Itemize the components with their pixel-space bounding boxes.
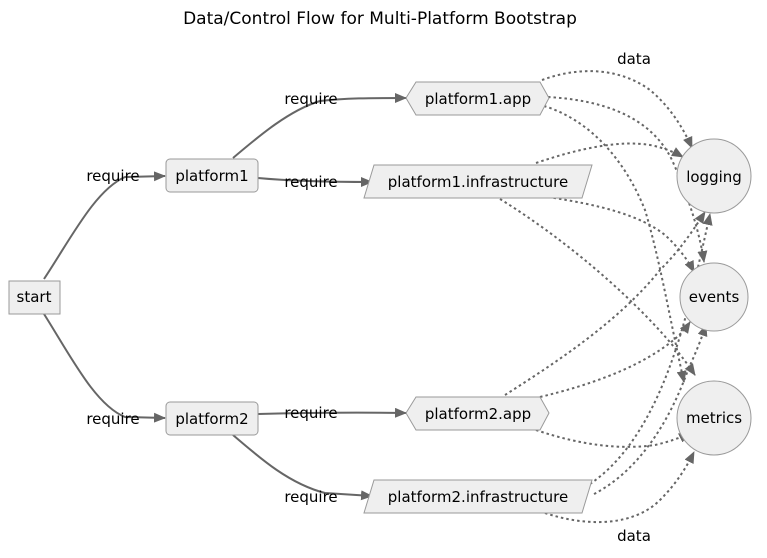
label-start-platform2: require [86, 410, 139, 428]
node-platform2: platform2 [165, 401, 259, 436]
label-platform1-infra: require [284, 173, 337, 191]
edge-p2app-metrics [535, 429, 691, 448]
node-metrics: metrics [676, 380, 752, 456]
diagram-title: Data/Control Flow for Multi-Platform Boo… [183, 9, 577, 29]
edge-start-platform1 [43, 171, 166, 280]
node-platform2-infrastructure-label: platform2.infrastructure [388, 488, 568, 506]
node-platform2-infrastructure: platform2.infrastructure [363, 479, 593, 514]
edge-platform2-infra [232, 434, 373, 501]
node-start: start [8, 280, 61, 315]
node-platform1-infrastructure: platform1.infrastructure [363, 164, 593, 199]
edge-p2app-events [539, 321, 691, 398]
edge-labels: require require require require require … [86, 50, 651, 545]
edge-p1infra-events [547, 196, 695, 273]
label-data-top: data [617, 50, 651, 68]
label-data-bottom: data [617, 527, 651, 545]
node-logging: logging [676, 138, 752, 214]
edge-p2app-logging [504, 211, 706, 396]
node-logging-label: logging [686, 168, 742, 186]
node-events: events [679, 262, 749, 332]
node-events-label: events [689, 288, 740, 306]
node-platform2-label: platform2 [175, 410, 248, 428]
node-platform2-app: platform2.app [405, 396, 550, 431]
node-platform1-app-label: platform1.app [425, 90, 531, 108]
label-platform2-app: require [284, 404, 337, 422]
node-platform2-app-label: platform2.app [425, 405, 531, 423]
edge-p1app-logging [541, 70, 693, 149]
edge-p2infra-metrics [544, 451, 695, 524]
node-start-label: start [17, 288, 52, 306]
edge-p2infra-logging [589, 213, 713, 485]
node-platform1-label: platform1 [175, 167, 248, 185]
label-start-platform1: require [86, 167, 139, 185]
node-platform1-app: platform1.app [405, 81, 550, 116]
edge-p1infra-metrics [499, 198, 696, 376]
require-edges [43, 93, 407, 501]
label-platform2-infra: require [284, 488, 337, 506]
label-platform1-app: require [284, 90, 337, 108]
edge-p1app-metrics [543, 105, 687, 383]
edge-platform2-app [257, 407, 407, 418]
node-metrics-label: metrics [686, 409, 742, 427]
edge-platform1-infra [257, 176, 373, 187]
edge-p1infra-logging [535, 142, 684, 164]
edge-start-platform2 [43, 313, 166, 423]
edge-platform1-app [232, 93, 407, 159]
data-edges [499, 70, 713, 524]
node-platform1: platform1 [165, 158, 259, 193]
node-platform1-infrastructure-label: platform1.infrastructure [388, 173, 568, 191]
